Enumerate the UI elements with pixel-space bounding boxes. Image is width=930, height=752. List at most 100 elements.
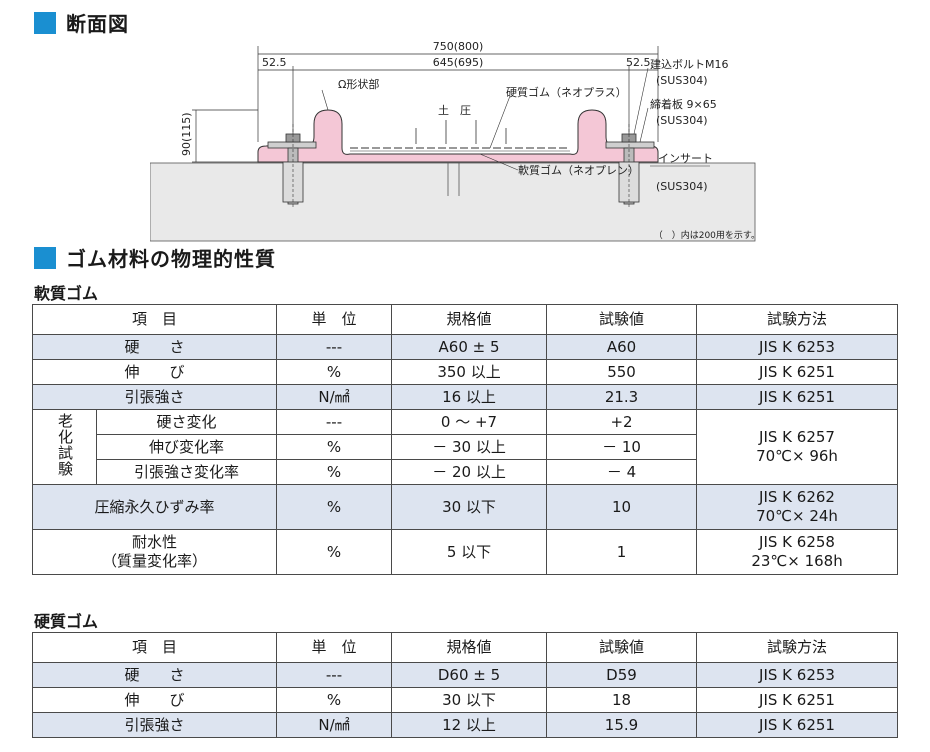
soft-rubber-heading: 軟質ゴム xyxy=(34,284,99,303)
cell-spec: 0 ～ +7 xyxy=(391,409,548,435)
cell-test: +2 xyxy=(546,409,698,435)
cell-test: － 10 xyxy=(546,434,698,460)
header-test: 試験値 xyxy=(546,304,698,335)
cell-item: 引張強さ xyxy=(32,712,277,738)
clamp-plate-left xyxy=(267,141,317,149)
cell-test: 1 xyxy=(546,529,698,575)
heading-marker-icon xyxy=(34,11,56,34)
cell-test: 21.3 xyxy=(546,384,698,410)
aging-method-line2: 70℃× 96h xyxy=(756,447,838,465)
table-row: 伸 び % 350 以上 550 JIS K 6251 xyxy=(31,359,899,385)
cell-method: JIS K 6251 xyxy=(696,712,898,738)
hard-rubber-table: 項 目 単 位 規格値 試験値 試験方法 硬 さ --- D60 ± 5 D59… xyxy=(32,632,898,738)
cell-item: 硬 さ xyxy=(32,662,277,688)
cell-unit: % xyxy=(276,359,393,385)
table-row: 圧縮永久ひずみ率 % 30 以下 10 JIS K 6262 70℃× 24h xyxy=(31,484,899,530)
cell-method: JIS K 6258 23℃× 168h xyxy=(696,529,899,575)
cell-test: D59 xyxy=(546,662,697,688)
section-title: ゴム材料の物理的性質 xyxy=(66,247,276,271)
bolt-material-label: (SUS304) xyxy=(656,74,708,87)
cell-item: 伸 び xyxy=(31,359,278,385)
cell-unit: % xyxy=(276,529,393,575)
header-method: 試験方法 xyxy=(696,632,898,663)
soft-rubber-table: 項 目 単 位 規格値 試験値 試験方法 硬 さ --- A60 ± 5 A60… xyxy=(31,304,899,575)
method-line1: JIS K 6262 xyxy=(759,488,835,506)
header-spec: 規格値 xyxy=(391,632,547,663)
cell-unit: % xyxy=(276,434,393,460)
heading-marker-icon xyxy=(34,246,56,269)
header-item: 項 目 xyxy=(32,632,277,663)
cell-method: JIS K 6251 xyxy=(696,687,898,713)
aging-method-line1: JIS K 6257 xyxy=(759,428,835,446)
dim-inner-label: 645(695) xyxy=(433,56,484,69)
cell-test: 550 xyxy=(546,359,698,385)
hard-rubber-heading: 硬質ゴム xyxy=(34,612,99,631)
cell-unit: --- xyxy=(276,409,393,435)
table-row: 伸 び % 30 以下 18 JIS K 6251 xyxy=(32,687,898,713)
section-heading-cross-section: 断面図 xyxy=(34,8,129,37)
cell-test: 15.9 xyxy=(546,712,697,738)
cell-test: 18 xyxy=(546,687,697,713)
cell-spec: 12 以上 xyxy=(391,712,547,738)
table-row: 引張強さ N/㎟ 16 以上 21.3 JIS K 6251 xyxy=(31,384,899,410)
cell-spec: 16 以上 xyxy=(391,384,548,410)
header-spec: 規格値 xyxy=(391,304,548,335)
aging-group-label: 老化試験 xyxy=(32,409,97,485)
cell-item: 硬 さ xyxy=(31,334,278,360)
section-title: 断面図 xyxy=(66,12,129,36)
header-method: 試験方法 xyxy=(696,304,899,335)
header-unit: 単 位 xyxy=(276,304,393,335)
plate-label: 締着板 9×65 xyxy=(650,97,717,111)
cell-unit: N/㎟ xyxy=(276,384,393,410)
dim-right-label: 52.5 xyxy=(626,56,651,69)
cell-spec: － 20 以上 xyxy=(391,459,548,485)
table-row: 引張強さ N/㎟ 12 以上 15.9 JIS K 6251 xyxy=(32,712,898,738)
item-line1: 耐水性 xyxy=(132,533,178,551)
earth-pressure-label: 土 圧 xyxy=(438,104,471,117)
insert-material-label: (SUS304) xyxy=(656,180,708,193)
dim-left-label: 52.5 xyxy=(262,56,287,69)
cell-method: JIS K 6253 xyxy=(696,662,898,688)
diagram-note: （ ）内は200用を示す。 xyxy=(654,229,760,241)
cell-unit: % xyxy=(276,459,393,485)
cell-method: JIS K 6251 xyxy=(696,359,899,385)
soft-rubber-label: 軟質ゴム（ネオプレン） xyxy=(518,163,639,177)
insert-label: インサート xyxy=(658,152,713,165)
plate-material-label: (SUS304) xyxy=(656,114,708,127)
method-line1: JIS K 6258 xyxy=(759,533,835,551)
section-heading-rubber-properties: ゴム材料の物理的性質 xyxy=(34,243,276,272)
method-line2: 23℃× 168h xyxy=(751,552,843,570)
cell-spec: － 30 以上 xyxy=(391,434,548,460)
cell-spec: 5 以下 xyxy=(391,529,548,575)
cell-item: 圧縮永久ひずみ率 xyxy=(31,484,278,530)
cell-item: 引張強さ xyxy=(31,384,278,410)
header-unit: 単 位 xyxy=(276,632,392,663)
cell-item: 耐水性 （質量変化率） xyxy=(31,529,278,575)
cell-method-aging: JIS K 6257 70℃× 96h xyxy=(696,409,899,485)
cell-test: 10 xyxy=(546,484,698,530)
bolt-left xyxy=(282,124,304,208)
cell-item: 伸 び xyxy=(32,687,277,713)
cross-section-diagram: 750(800) 645(695) 52.5 52.5 90(115) Ω形状部… xyxy=(150,40,760,242)
hard-rubber-label: 硬質ゴム（ネオプラス） xyxy=(506,85,627,99)
aging-label-text: 老化試験 xyxy=(56,412,74,477)
earth-pressure-arrows xyxy=(415,120,507,144)
cell-item: 引張強さ変化率 xyxy=(95,459,278,485)
table-row: 耐水性 （質量変化率） % 5 以下 1 JIS K 6258 23℃× 168… xyxy=(31,529,899,575)
dim-total-label: 750(800) xyxy=(433,40,484,53)
cell-method: JIS K 6251 xyxy=(696,384,899,410)
cell-unit: % xyxy=(276,687,392,713)
table-header-row: 項 目 単 位 規格値 試験値 試験方法 xyxy=(32,632,898,663)
cell-spec: D60 ± 5 xyxy=(391,662,547,688)
cell-method: JIS K 6262 70℃× 24h xyxy=(696,484,899,530)
cell-unit: N/㎟ xyxy=(276,712,392,738)
table-row: 硬 さ --- A60 ± 5 A60 JIS K 6253 xyxy=(31,334,899,360)
bolt-label: 建込ボルトM16 xyxy=(650,57,729,71)
omega-label: Ω形状部 xyxy=(338,77,379,91)
table-row: 老化試験 硬さ変化 --- 0 ～ +7 +2 JIS K 6257 70℃× … xyxy=(32,409,899,485)
leader-lines xyxy=(321,67,710,171)
table-header-row: 項 目 単 位 規格値 試験値 試験方法 xyxy=(31,304,899,335)
cell-spec: 30 以下 xyxy=(391,687,547,713)
item-line2: （質量変化率） xyxy=(102,552,208,570)
rubber-seal xyxy=(257,109,659,163)
